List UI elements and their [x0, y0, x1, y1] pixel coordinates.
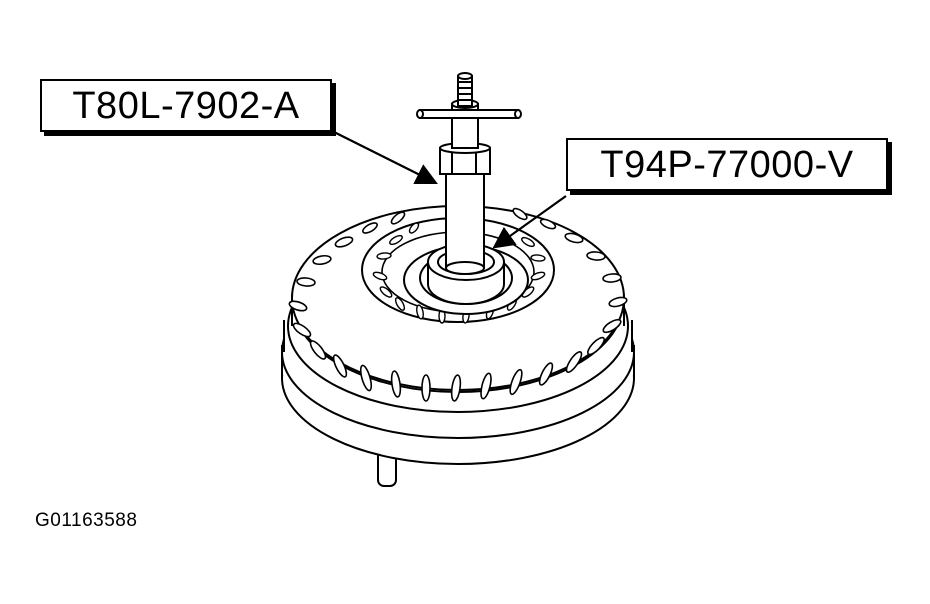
holding-fixture-tool [416, 72, 522, 275]
outer-vane-ring [288, 207, 628, 402]
callout-tool-right: T94P-77000-V [566, 138, 888, 191]
callout-right-label: T94P-77000-V [600, 143, 854, 186]
leader-arrow-left [329, 129, 438, 184]
callout-left-label: T80L-7902-A [72, 84, 300, 127]
figure-id: G01163588 [35, 510, 138, 531]
callout-tool-left: T80L-7902-A [40, 79, 332, 132]
leader-arrow-right [492, 195, 567, 249]
